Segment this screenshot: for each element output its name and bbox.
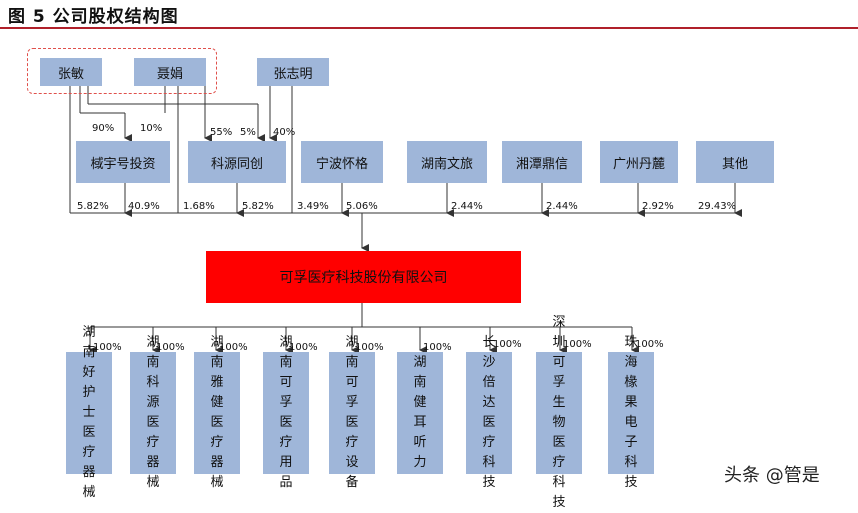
pct-keyuan: 5.82% — [242, 201, 274, 212]
pct-zm-yuyuhao: 90% — [92, 123, 115, 134]
holder-keyuan: 科源同创 — [188, 141, 286, 183]
subsidiary-box: 湖南可孚医疗用品 — [263, 335, 309, 490]
sub-pct: 100% — [355, 342, 384, 353]
holder-hunan-wenlv: 湖南文旅 — [407, 141, 487, 183]
pct-xiangtan: 2.44% — [546, 201, 578, 212]
sub-pct: 100% — [219, 342, 248, 353]
title-divider — [0, 27, 858, 29]
subsidiary-box: 湖南科源医疗器械 — [130, 335, 176, 490]
pct-zm-keyuan: 55% — [210, 127, 233, 138]
subsidiary-box: 湖南可孚医疗设备 — [329, 335, 375, 490]
pct-zhang-min: 5.82% — [77, 201, 109, 212]
subsidiary-box: 深圳可孚生物医疗科技 — [536, 315, 582, 510]
person-zhang-zhiming: 张志明 — [257, 58, 329, 86]
pct-nj-keyuan: 5% — [240, 127, 256, 138]
sub-pct: 100% — [493, 339, 522, 350]
pct-guangzhou: 2.92% — [642, 201, 674, 212]
holder-guangzhou: 广州丹麓 — [600, 141, 678, 183]
subsidiary-box: 珠海椽果电子科技 — [608, 335, 654, 490]
sub-pct: 100% — [563, 339, 592, 350]
subsidiary-box: 长沙倍达医疗科技 — [466, 335, 512, 490]
holder-other: 其他 — [696, 141, 774, 183]
person-zhang-min: 张敏 — [40, 58, 102, 86]
pct-zhang-zhiming: 3.49% — [297, 201, 329, 212]
pct-zzm-keyuan: 40% — [273, 127, 296, 138]
pct-nj-yuyuhao: 10% — [140, 123, 163, 134]
pct-nie-juan: 1.68% — [183, 201, 215, 212]
pct-other: 29.43% — [698, 201, 737, 212]
figure-title: 图 5 公司股权结构图 — [8, 7, 179, 27]
sub-pct: 100% — [93, 342, 122, 353]
subsidiary-box: 湖南好护士医疗器械 — [66, 325, 112, 500]
subsidiary-box: 湖南健耳听力 — [397, 352, 443, 474]
connector-lines — [69, 86, 742, 354]
holder-yuyuhao: 棫宇号投资 — [76, 141, 170, 183]
founders-group-outline — [27, 48, 217, 94]
pct-ningbo: 5.06% — [346, 201, 378, 212]
holder-xiangtan: 湘潭鼎信 — [502, 141, 582, 183]
subsidiary-box: 湖南雅健医疗器械 — [194, 335, 240, 490]
watermark: 头条 @管是 — [724, 465, 820, 486]
sub-pct: 100% — [635, 339, 664, 350]
person-nie-juan: 聂娟 — [134, 58, 206, 86]
pct-hunan-wenlv: 2.44% — [451, 201, 483, 212]
holder-ningbo: 宁波怀格 — [301, 141, 383, 183]
sub-pct: 100% — [423, 342, 452, 353]
pct-yuyuhao: 40.9% — [128, 201, 160, 212]
company-box: 可孚医疗科技股份有限公司 — [206, 251, 521, 303]
sub-pct: 100% — [289, 342, 318, 353]
sub-pct: 100% — [156, 342, 185, 353]
